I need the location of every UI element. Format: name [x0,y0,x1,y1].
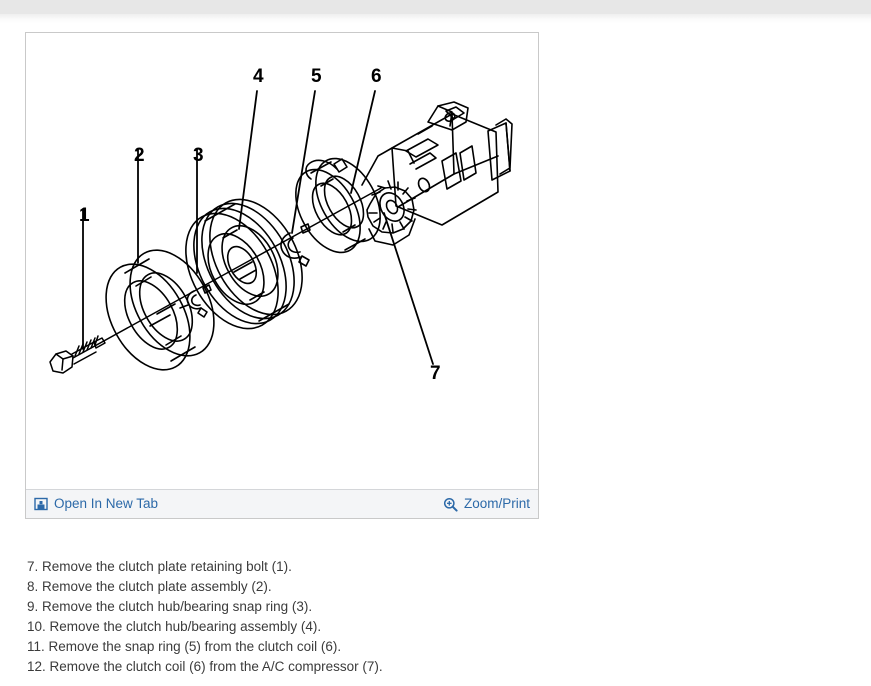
callout-numbers: 1 2 3 4 5 6 7 [79,66,441,384]
leader-lines [82,90,434,365]
figure-card: 1 2 3 4 5 6 7 Open In New Tab [25,32,539,519]
callout-label-4: 4 [253,66,264,87]
callout-label-6: 6 [371,66,382,87]
callout-label-5: 5 [311,66,322,87]
hub-bearing-snap-ring [179,284,212,318]
technical-diagram[interactable]: 1 2 3 4 5 6 7 [26,33,538,489]
figure-footer-toolbar: Open In New Tab Zoom/Print [26,489,538,518]
callout-label-3: 3 [193,145,204,166]
ac-compressor [361,101,513,246]
zoom-print-label: Zoom/Print [463,496,530,512]
magnifier-plus-icon [443,497,458,512]
assembly-axis [72,187,382,359]
clutch-coil [295,157,381,254]
browser-chrome-strip [0,0,871,14]
browser-chrome-shadow [0,14,871,24]
open-in-new-tab-icon [34,497,48,511]
instruction-step: 12. Remove the clutch coil (6) from the … [27,659,383,674]
zoom-print-link[interactable]: Zoom/Print [443,497,530,512]
instruction-step: 7. Remove the clutch plate retaining bol… [27,559,292,574]
instruction-list: 7. Remove the clutch plate retaining bol… [27,557,627,677]
callout-label-7: 7 [430,363,441,384]
callout-label-1: 1 [79,205,90,226]
clutch-hub-bearing-assembly [185,198,303,330]
instruction-step: 9. Remove the clutch hub/bearing snap ri… [27,599,313,614]
clutch-plate-assembly [105,249,215,371]
callout-label-2: 2 [134,145,145,166]
retaining-bolt [49,335,106,374]
instruction-step: 8. Remove the clutch plate assembly (2). [27,579,272,594]
open-in-new-tab-label: Open In New Tab [54,496,159,512]
open-in-new-tab-link[interactable]: Open In New Tab [34,497,158,511]
instruction-step: 11. Remove the snap ring (5) from the cl… [27,639,342,654]
instruction-step: 10. Remove the clutch hub/bearing assemb… [27,619,322,634]
